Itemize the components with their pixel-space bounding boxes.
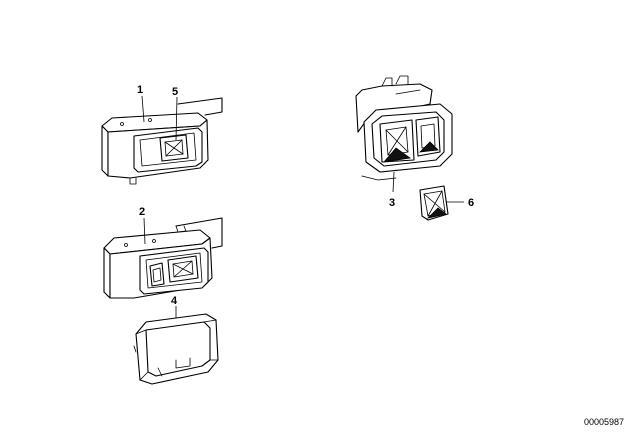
callout-4[interactable]: 4 <box>171 295 178 307</box>
part-6-switch-button[interactable] <box>419 185 449 221</box>
diagram-code: 00005987 <box>584 417 624 427</box>
callout-3[interactable]: 3 <box>389 197 395 209</box>
part-1-switch-housing[interactable] <box>101 97 223 185</box>
part-2-switch-housing[interactable] <box>103 217 223 299</box>
part-3-switch-assembly[interactable] <box>355 75 453 181</box>
part-4-frame[interactable] <box>133 313 219 385</box>
callout-6[interactable]: 6 <box>468 197 474 209</box>
callout-1[interactable]: 1 <box>137 84 143 96</box>
callout-5[interactable]: 5 <box>172 86 178 98</box>
leader-lines <box>141 95 464 318</box>
callout-2[interactable]: 2 <box>139 206 145 218</box>
